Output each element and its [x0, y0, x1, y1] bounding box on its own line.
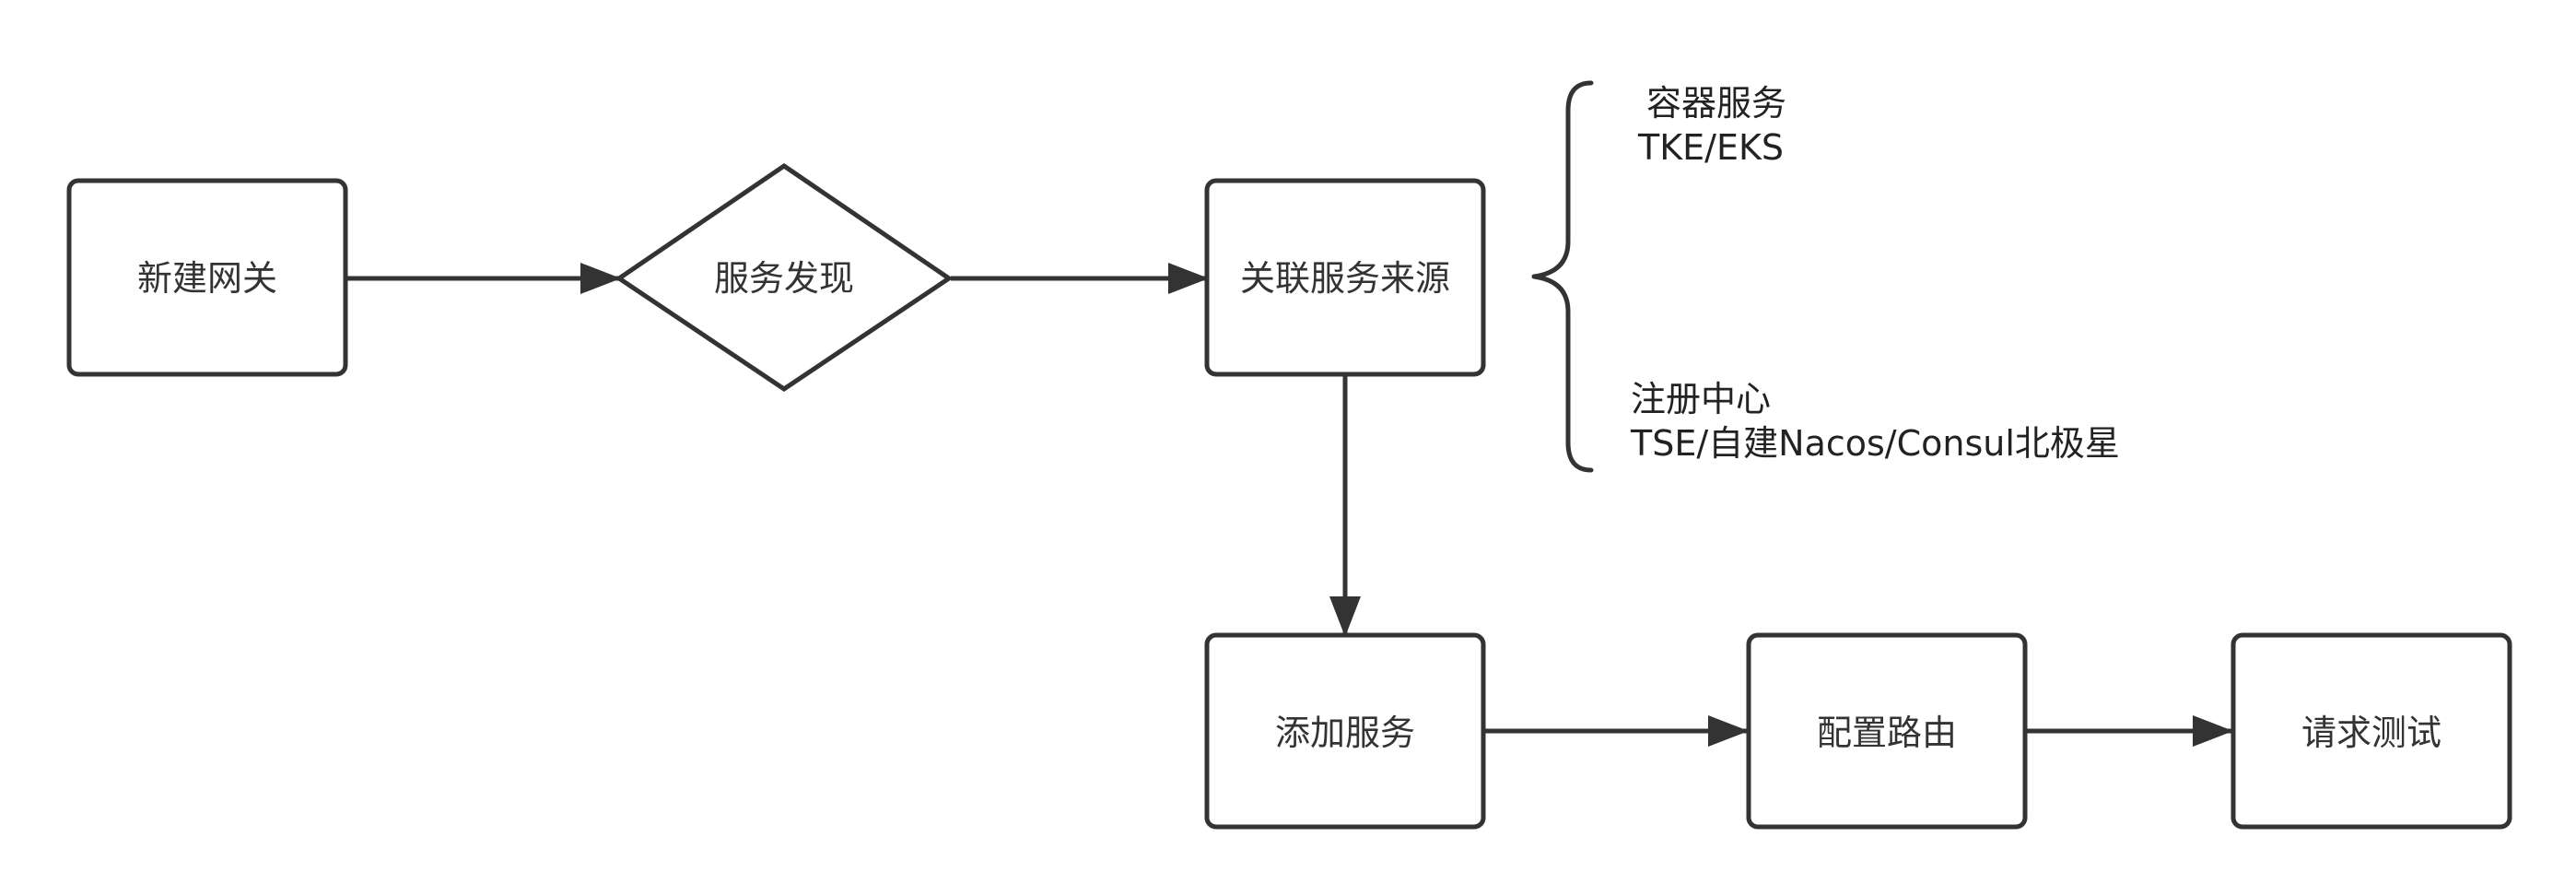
node-request-test-label: 请求测试 [2301, 713, 2441, 753]
node-service-discovery[interactable]: 服务发现 [615, 162, 954, 393]
note-registry-detail: TSE/自建Nacos/Consul北极星 [1630, 423, 2120, 464]
curly-brace [1531, 80, 1594, 473]
node-add-service[interactable]: 添加服务 [1204, 632, 1486, 830]
node-service-discovery-label: 服务发现 [714, 258, 854, 299]
node-create-gateway[interactable]: 新建网关 [66, 178, 348, 377]
note-registry-title: 注册中心 [1631, 379, 1771, 419]
node-configure-route-label: 配置路由 [1817, 713, 1957, 753]
note-container-detail: TKE/EKS [1637, 127, 1784, 168]
node-create-gateway-label: 新建网关 [137, 258, 277, 299]
node-request-test[interactable]: 请求测试 [2231, 632, 2512, 830]
node-add-service-label: 添加服务 [1275, 713, 1415, 753]
note-container-title: 容器服务 [1646, 83, 1786, 124]
node-link-service-source[interactable]: 关联服务来源 [1204, 178, 1486, 377]
node-configure-route[interactable]: 配置路由 [1746, 632, 2028, 830]
node-link-service-source-label: 关联服务来源 [1240, 258, 1450, 299]
